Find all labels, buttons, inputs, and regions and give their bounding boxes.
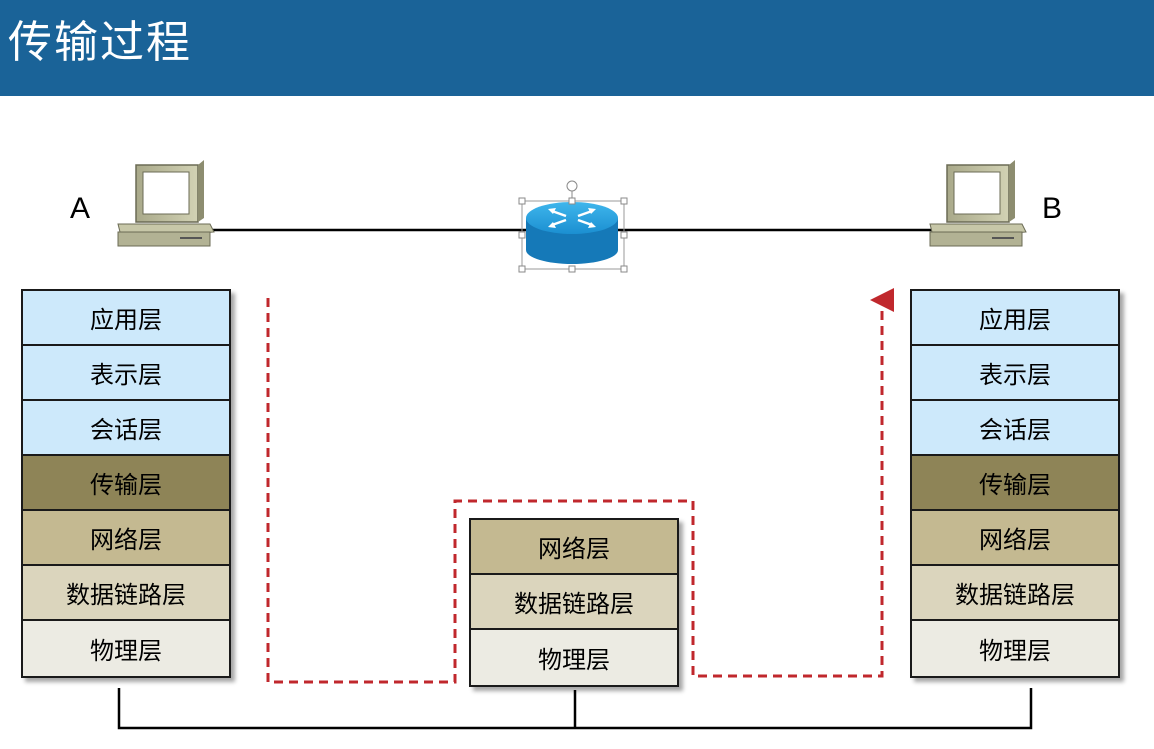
layer-physical: 物理层 bbox=[471, 630, 677, 685]
layer-transport: 传输层 bbox=[23, 456, 229, 511]
layer-physical: 物理层 bbox=[912, 621, 1118, 676]
osi-stack-host-a: 应用层 表示层 会话层 传输层 网络层 数据链路层 物理层 bbox=[21, 289, 231, 678]
layer-network: 网络层 bbox=[23, 511, 229, 566]
layer-datalink: 数据链路层 bbox=[23, 566, 229, 621]
host-a-label: A bbox=[70, 192, 91, 225]
layer-presentation: 表示层 bbox=[23, 346, 229, 401]
transmission-path bbox=[266, 288, 894, 684]
layer-datalink: 数据链路层 bbox=[471, 575, 677, 630]
layer-transport: 传输层 bbox=[912, 456, 1118, 511]
layer-network: 网络层 bbox=[471, 520, 677, 575]
layer-physical: 物理层 bbox=[23, 621, 229, 676]
host-b-label: B bbox=[1042, 192, 1063, 225]
router-icon bbox=[518, 180, 628, 273]
osi-stack-router: 网络层 数据链路层 物理层 bbox=[469, 518, 679, 687]
layer-session: 会话层 bbox=[23, 401, 229, 456]
osi-stack-host-b: 应用层 表示层 会话层 传输层 网络层 数据链路层 物理层 bbox=[910, 289, 1120, 678]
layer-application: 应用层 bbox=[912, 291, 1118, 346]
layer-session: 会话层 bbox=[912, 401, 1118, 456]
layer-presentation: 表示层 bbox=[912, 346, 1118, 401]
title-bar: 传输过程 bbox=[0, 0, 1154, 96]
layer-datalink: 数据链路层 bbox=[912, 566, 1118, 621]
computer-icon bbox=[929, 160, 1027, 247]
page-title: 传输过程 bbox=[8, 17, 192, 68]
computer-icon bbox=[117, 160, 215, 247]
layer-application: 应用层 bbox=[23, 291, 229, 346]
layer-network: 网络层 bbox=[912, 511, 1118, 566]
